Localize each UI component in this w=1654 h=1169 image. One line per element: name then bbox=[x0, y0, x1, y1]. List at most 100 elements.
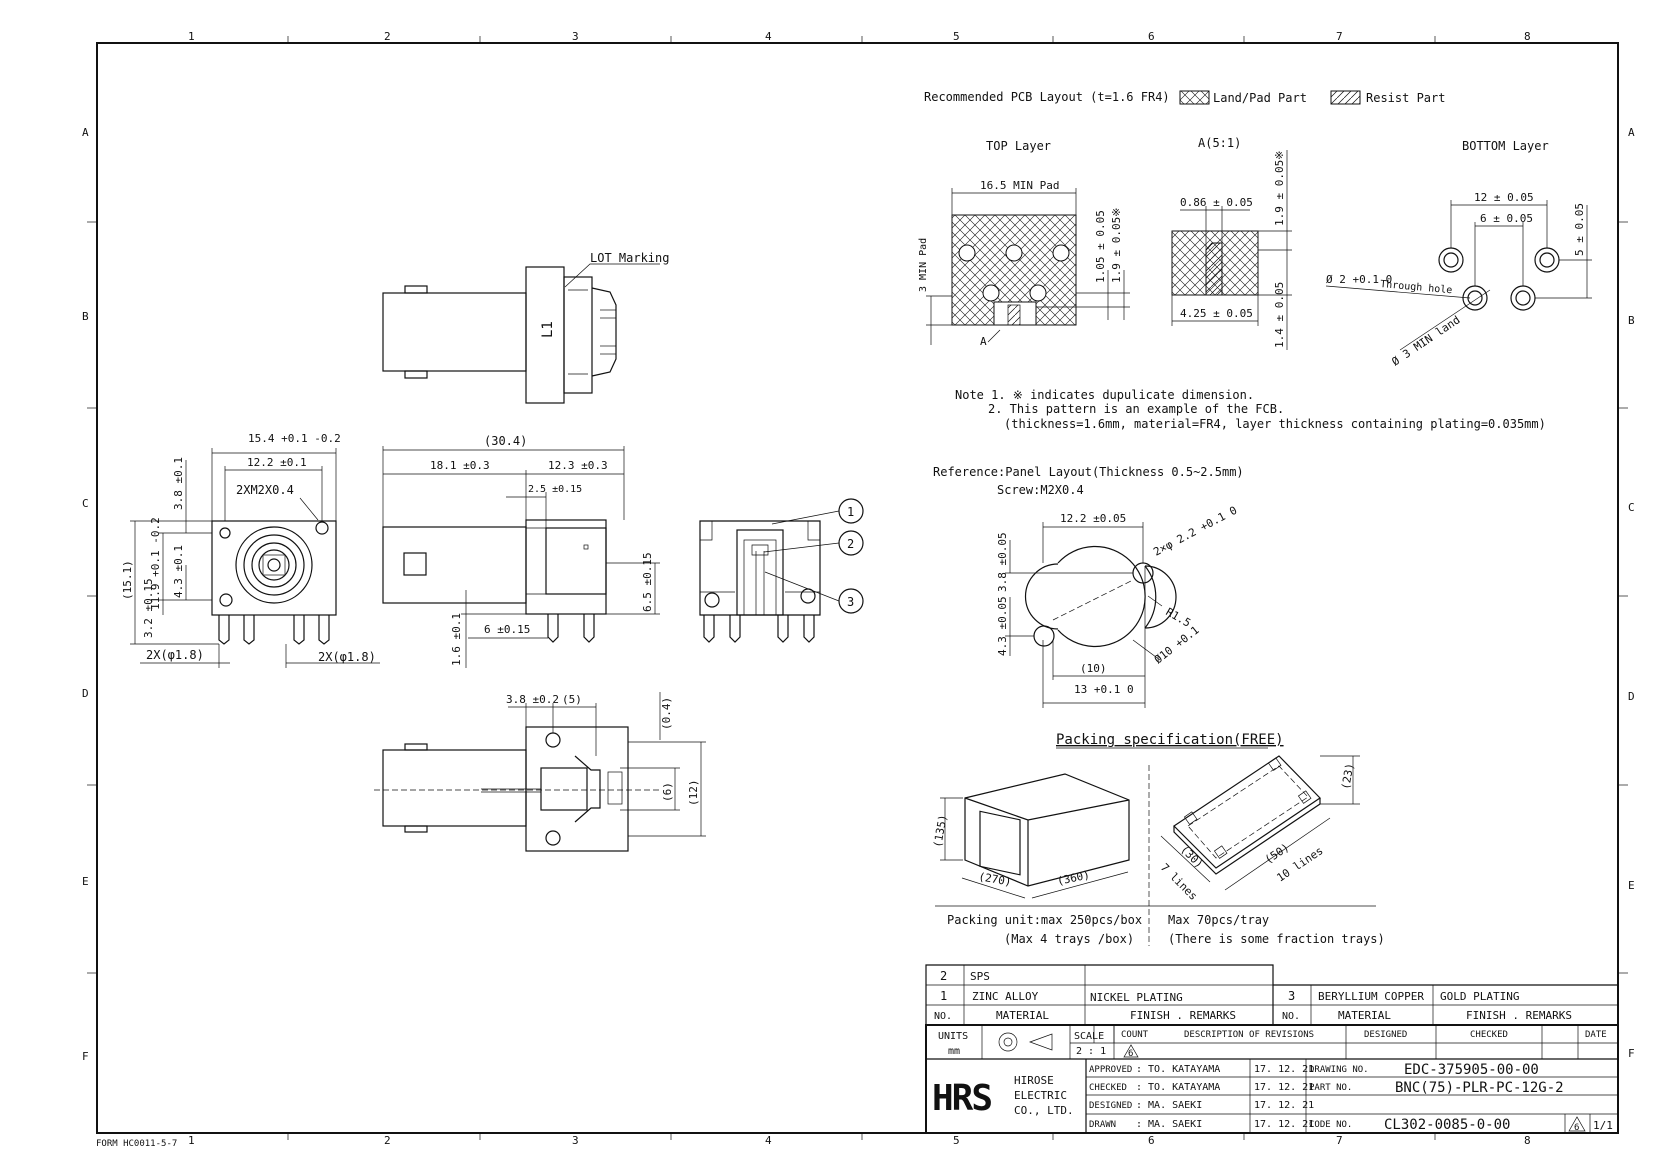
code-no: CL302-0085-0-00 bbox=[1384, 1117, 1510, 1133]
row-label: E bbox=[82, 875, 89, 888]
units-label: UNITS bbox=[938, 1031, 968, 1042]
dim-label: 6 ± 0.05 bbox=[1480, 212, 1533, 225]
row-label: A bbox=[82, 126, 89, 139]
dim-label: 4.3 ±0.1 bbox=[172, 545, 185, 598]
panel-title: Reference:Panel Layout(Thickness 0.5~2.5… bbox=[933, 465, 1244, 479]
mat-header-no: NO. bbox=[934, 1011, 952, 1022]
drawn-label: DRAWN bbox=[1089, 1120, 1116, 1130]
connector-side-view: (30.4) 18.1 ±0.3 12.3 ±0.3 2.5 ±0.15 6.5… bbox=[382, 434, 660, 668]
panel-screw: Screw:M2X0.4 bbox=[997, 483, 1084, 497]
dim-label: (5) bbox=[562, 693, 582, 706]
connector-top-view: LOT Marking L1 bbox=[382, 251, 669, 404]
dim-label: 2X(φ1.8) bbox=[318, 650, 376, 664]
dim-label: 15.4 +0.1 -0.2 bbox=[248, 432, 341, 445]
col-label: 1 bbox=[188, 30, 195, 43]
mat-no: 2 bbox=[940, 969, 947, 983]
col-label: 4 bbox=[765, 1134, 772, 1147]
company-name: HIROSE bbox=[1014, 1074, 1054, 1087]
land-pad-legend: Land/Pad Part bbox=[1213, 91, 1307, 105]
dim-label: 6 ±0.15 bbox=[484, 623, 530, 636]
note-line-3: (thickness=1.6mm, material=FR4, layer th… bbox=[1004, 417, 1546, 431]
date-header: DATE bbox=[1585, 1030, 1607, 1040]
designed-name: : MA. SAEKI bbox=[1136, 1100, 1202, 1111]
row-label: F bbox=[1628, 1047, 1635, 1060]
dim-label: 4.25 ± 0.05 bbox=[1180, 307, 1253, 320]
dim-label: Ø 2 +0.1 0 bbox=[1326, 273, 1392, 286]
pcb-title: Recommended PCB Layout (t=1.6 FR4) bbox=[924, 90, 1170, 104]
zone-labels: 1 2 3 4 5 6 7 8 1 2 3 4 5 6 7 8 A B C D … bbox=[82, 30, 1635, 1147]
packing-note: Packing unit:max 250pcs/box bbox=[947, 913, 1142, 927]
dim-label: 3.8 ±0.2 bbox=[506, 693, 559, 706]
dim-label: 2.5 ±0.15 bbox=[528, 484, 582, 495]
row-label: A bbox=[1628, 126, 1635, 139]
materials-table: 2 SPS 1 ZINC ALLOY NICKEL PLATING 3 BERY… bbox=[925, 964, 1618, 1026]
mat-no: 3 bbox=[1288, 989, 1295, 1003]
desc-header: DESCRIPTION OF REVISIONS bbox=[1184, 1030, 1314, 1040]
drawn-date: 17. 12. 21 bbox=[1254, 1119, 1314, 1130]
bottom-layer-title: BOTTOM Layer bbox=[1462, 139, 1549, 153]
dim-label: (6) bbox=[661, 782, 674, 802]
mat-header-material: MATERIAL bbox=[996, 1009, 1049, 1022]
col-label: 5 bbox=[953, 30, 960, 43]
col-label: 1 bbox=[188, 1134, 195, 1147]
col-label: 2 bbox=[384, 30, 391, 43]
company-name: CO., LTD. bbox=[1014, 1104, 1074, 1117]
drawing-no: EDC-375905-00-00 bbox=[1404, 1062, 1539, 1078]
resist-legend: Resist Part bbox=[1366, 91, 1445, 105]
mat-header-finish: FINISH . REMARKS bbox=[1130, 1009, 1236, 1022]
land-pad-swatch bbox=[1179, 90, 1210, 105]
checked-label: CHECKED bbox=[1089, 1083, 1127, 1093]
projection-symbol bbox=[998, 1032, 1018, 1052]
top-layer-title: TOP Layer bbox=[986, 139, 1051, 153]
row-label: B bbox=[82, 310, 89, 323]
col-label: 4 bbox=[765, 30, 772, 43]
dim-label: Ø10 +0.1 bbox=[1152, 623, 1202, 666]
col-label: 6 bbox=[1148, 30, 1155, 43]
sheet-number: 1/1 bbox=[1593, 1119, 1613, 1132]
balloon-label: 1 bbox=[847, 505, 854, 519]
dim-label: (12) bbox=[687, 780, 700, 807]
code-no-label: CODE NO. bbox=[1309, 1120, 1352, 1130]
mat-material: SPS bbox=[970, 970, 990, 983]
col-label: 7 bbox=[1336, 1134, 1343, 1147]
pcb-layout: Recommended PCB Layout (t=1.6 FR4) Land/… bbox=[918, 90, 1592, 368]
dim-label: 4.3 ±0.05 bbox=[996, 596, 1009, 656]
col-label: 8 bbox=[1524, 30, 1531, 43]
dim-label: 3.2 ±0.15 bbox=[142, 578, 155, 638]
row-label: F bbox=[82, 1050, 89, 1063]
dim-label: (270) bbox=[977, 870, 1012, 889]
dim-label: 13 +0.1 0 bbox=[1074, 683, 1134, 696]
mat-material: BERYLLIUM COPPER bbox=[1318, 990, 1424, 1003]
approved-date: 17. 12. 21 bbox=[1254, 1064, 1314, 1075]
dim-label: 1.9 ± 0.05※ bbox=[1110, 208, 1123, 283]
dim-label: (30) bbox=[1178, 843, 1206, 871]
dim-label: 2×φ 2.2 +0.1 0 bbox=[1151, 504, 1239, 559]
dim-label: 12.2 ±0.05 bbox=[1060, 512, 1126, 525]
checked-date: 17. 12. 21 bbox=[1254, 1082, 1314, 1093]
approved-name: : TO. KATAYAMA bbox=[1136, 1064, 1220, 1075]
packing-spec: Packing specification(FREE) (135) (270) … bbox=[931, 732, 1385, 946]
checked-name: : TO. KATAYAMA bbox=[1136, 1082, 1220, 1093]
designed-header: DESIGNED bbox=[1364, 1030, 1407, 1040]
mat-header-material: MATERIAL bbox=[1338, 1009, 1391, 1022]
lot-code-text: L1 bbox=[540, 321, 556, 338]
dim-label: (10) bbox=[1080, 662, 1107, 675]
dim-label: 1.4 ± 0.05 bbox=[1273, 282, 1286, 348]
dim-label: 5 ± 0.05 bbox=[1573, 203, 1586, 256]
dim-label: 3 MIN Pad bbox=[918, 238, 929, 292]
col-label: 7 bbox=[1336, 30, 1343, 43]
scale-value: 2 : 1 bbox=[1076, 1046, 1106, 1057]
dim-label: (23) bbox=[1339, 762, 1356, 790]
sheet-border bbox=[96, 42, 1619, 1134]
packing-note: (There is some fraction trays) bbox=[1168, 932, 1385, 946]
col-label: 8 bbox=[1524, 1134, 1531, 1147]
row-label: C bbox=[82, 497, 89, 510]
dim-label: 2XM2X0.4 bbox=[236, 483, 294, 497]
rev-mark: 6 bbox=[1574, 1123, 1579, 1133]
mat-material: ZINC ALLOY bbox=[972, 990, 1039, 1003]
dim-label: 2X(φ1.8) bbox=[146, 648, 204, 662]
resist-swatch bbox=[1330, 90, 1361, 105]
dim-label: Ø 3 MIN land bbox=[1389, 313, 1462, 368]
mat-header-no: NO. bbox=[1282, 1011, 1300, 1022]
